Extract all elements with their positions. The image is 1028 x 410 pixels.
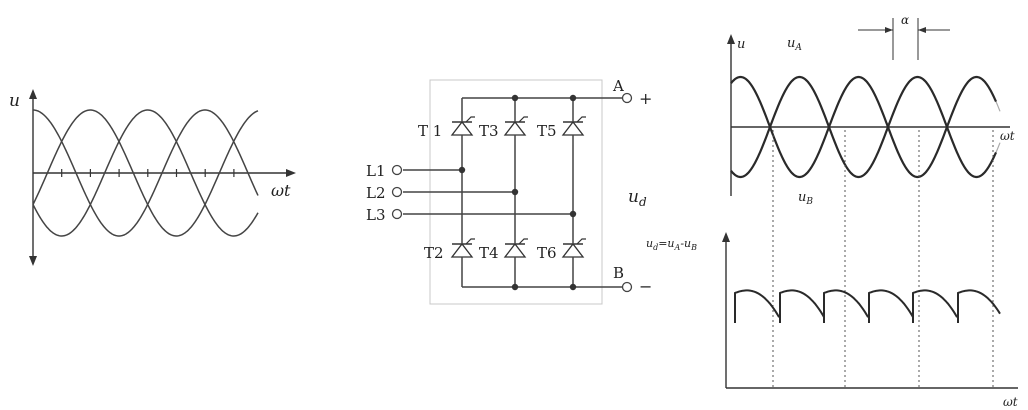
three-phase-plot: u ωt (9, 89, 296, 266)
junction-bottom-3 (569, 283, 577, 291)
terminal-l2 (391, 186, 403, 198)
phase-2-curve (32, 109, 259, 237)
left-x-axis-arrow (286, 169, 296, 177)
terminal-a (621, 92, 633, 104)
lower-conducting-envelope (730, 123, 998, 179)
rb-y-label: ud=uA-uB (646, 237, 697, 252)
thyristor-gate (576, 238, 586, 245)
junction-l3 (569, 210, 577, 218)
label-t5: T5 (537, 122, 557, 140)
ub-label: uB (798, 190, 813, 207)
label-l3: L3 (366, 206, 386, 224)
thyristor-gate (576, 116, 586, 123)
alpha-label: α (901, 13, 909, 27)
thyristor-bridge: L1 L2 L3 T 1 T3 T5 T2 T4 T6 A + B − ud (366, 77, 652, 305)
thyristor-gate (518, 116, 528, 123)
rb-x-label: ωt (1003, 395, 1018, 409)
terminal-l3 (391, 208, 403, 220)
phase-voltage-plot: α u ωt uA uB (727, 13, 1015, 207)
left-y-axis-arrow (29, 89, 37, 99)
rt-x-label: ωt (1000, 129, 1015, 143)
label-t6: T6 (537, 244, 557, 262)
phase-1-curve (33, 109, 259, 237)
rectified-output-curve (734, 289, 1001, 323)
upper-conducting-envelope (730, 75, 998, 131)
junction-top-3 (569, 94, 577, 102)
junction-l2 (511, 188, 519, 196)
thyristor-gate (465, 116, 475, 123)
alpha-arrowhead-right (918, 27, 926, 33)
rt-y-label: u (737, 37, 745, 52)
junction-bottom-2 (511, 283, 519, 291)
phase-3-curve (32, 109, 259, 237)
label-l2: L2 (366, 184, 386, 202)
label-t3: T3 (479, 122, 499, 140)
label-t1: T 1 (418, 122, 442, 140)
thyristor-gate (465, 238, 475, 245)
ua-label: uA (787, 36, 802, 53)
output-voltage-plot: ud=uA-uB ωt (646, 232, 1018, 409)
junction-l1 (458, 166, 466, 174)
left-y-axis-arrow-down (29, 256, 37, 266)
alpha-arrowhead-left (885, 27, 893, 33)
thyristor-gate (518, 238, 528, 245)
label-terminal-b: B (613, 264, 624, 282)
label-t4: T4 (479, 244, 499, 262)
thyristor-symbols (450, 115, 586, 267)
left-x-label: ωt (271, 181, 291, 200)
label-output-voltage: ud (628, 187, 647, 209)
label-l1: L1 (366, 162, 386, 180)
rt-y-axis-arrow (727, 34, 735, 44)
label-terminal-a: A (612, 77, 624, 95)
rb-y-axis-arrow (722, 232, 730, 242)
label-plus: + (639, 89, 652, 108)
firing-reference-lines (772, 130, 994, 388)
label-t2: T2 (424, 244, 444, 262)
terminal-l1 (391, 164, 403, 176)
left-axis-ticks (61, 169, 235, 177)
left-y-label: u (9, 91, 20, 111)
terminal-b (621, 281, 633, 293)
label-minus: − (639, 277, 652, 296)
junction-top-2 (511, 94, 519, 102)
